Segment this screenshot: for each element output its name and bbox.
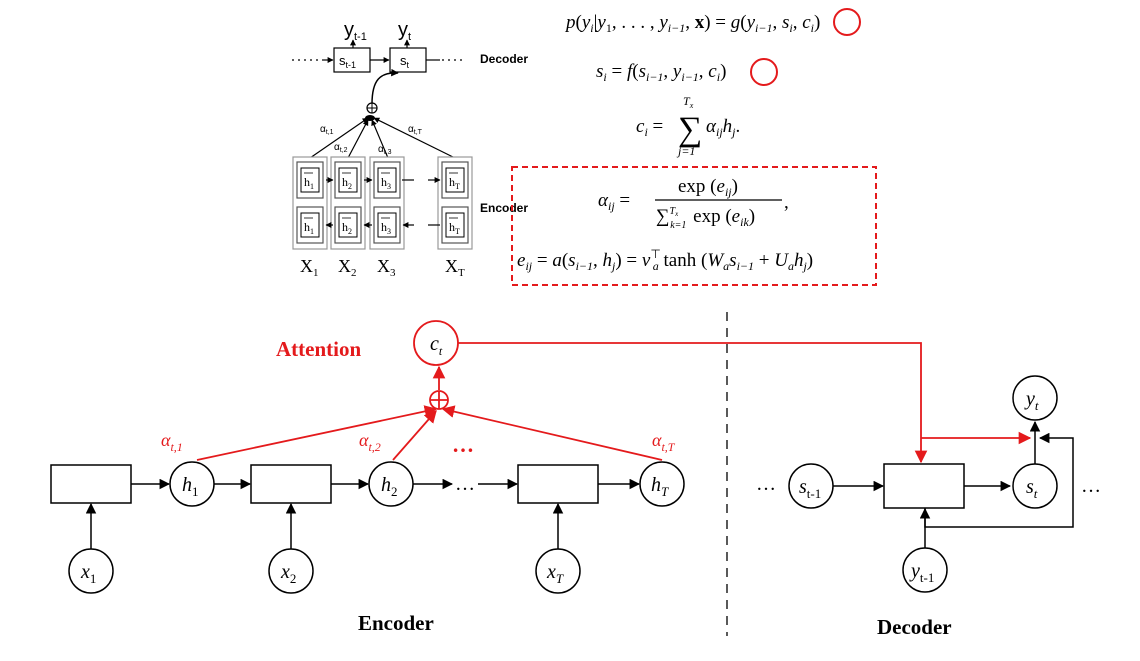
encoder-bwd-state-3 <box>377 212 397 238</box>
top-alpha-2: αt,2 <box>334 142 348 154</box>
top-left-bidirectional-diagram: yt-1 yt st-1 st Decoder αt,1 αt,2 αt,3 α… <box>292 19 528 279</box>
encoder-rnn-box-T <box>517 464 599 504</box>
x2-label: x2 <box>280 561 296 586</box>
xT-label: xT <box>546 561 564 586</box>
svg-text:j=1: j=1 <box>676 144 695 158</box>
encoder-bwd-h-label-2: h2 <box>342 220 352 236</box>
encoder-fwd-state-4 <box>445 167 465 193</box>
context-node-label: ct <box>430 333 443 358</box>
encoder-fwd-h-label-1: h1 <box>304 175 314 191</box>
context-to-s-cur-curve <box>371 68 399 105</box>
encoder-input-label-1: X1 <box>300 256 319 279</box>
encoder-rnn-box-2 <box>250 464 332 504</box>
encoder-bwd-state-4 <box>445 212 465 238</box>
svg-text:,: , <box>784 192 789 213</box>
x1-label: x1 <box>80 561 96 586</box>
svg-text:ci =: ci = <box>636 116 663 139</box>
encoder-fwd-h-label-2: h2 <box>342 175 352 191</box>
encoder-input-label-2: X2 <box>338 256 357 279</box>
y-prev-label: yt-1 <box>909 560 934 585</box>
hT-label: hT <box>651 474 669 499</box>
encoder-caption: Encoder <box>358 611 434 635</box>
encoder-fwd-h-label-4: hT <box>449 175 460 191</box>
yt-label: yt <box>1024 388 1039 413</box>
encoder-ellipsis: … <box>455 473 475 495</box>
top-alpha-1: αt,1 <box>320 124 334 136</box>
encoder-input-label-4: XT <box>445 256 465 279</box>
y-prev-label: yt-1 <box>344 19 367 43</box>
attention-equations-box <box>511 166 877 286</box>
top-sum-node <box>365 115 375 121</box>
encoder-bwd-state-1 <box>300 212 320 238</box>
alpha-2-line <box>347 119 369 159</box>
ci-highlight-circle-1 <box>833 8 861 36</box>
s-cur-label: st <box>400 53 410 70</box>
encoder-bwd-state-2 <box>338 212 358 238</box>
decoder-ellipsis-right: … <box>1081 475 1101 497</box>
encoder-bwd-h-label-3: h3 <box>381 220 391 236</box>
equation-1: p(yi|y1, . . . , yi−1, x) = g(yi−1, si, … <box>564 12 820 35</box>
top-encoder-label: Encoder <box>480 201 528 215</box>
encoder-fwd-h-label-3: h3 <box>381 175 391 191</box>
st-label: st <box>1026 476 1038 501</box>
attention-label: Attention <box>276 337 361 361</box>
equation-5: eij = a(si−1, hj) = v⊤a tanh (Wasi−1 + U… <box>517 247 813 273</box>
attention-line-h1 <box>196 405 438 461</box>
attention-line-h2 <box>392 410 437 461</box>
main-attention-diagram: Attention ct αt,1 αt,2 αt,T … h1 h2 hT <box>50 312 1101 639</box>
encoder-rnn-box-1 <box>50 464 132 504</box>
decoder-caption: Decoder <box>877 615 952 639</box>
encoder-fwd-state-2 <box>338 167 358 193</box>
encoder-fwd-state-3 <box>377 167 397 193</box>
equations-panel: p(yi|y1, . . . , yi−1, x) = g(yi−1, si, … <box>511 8 877 286</box>
alpha-1-line <box>309 117 369 159</box>
svg-text:∑Txk=1 exp (eik): ∑Txk=1 exp (eik) <box>656 206 755 231</box>
s-prev-label: st-1 <box>799 476 821 501</box>
encoder-bwd-h-label-4: hT <box>449 220 460 236</box>
alpha-3-line <box>371 119 389 159</box>
svg-text:αij =: αij = <box>598 190 630 213</box>
alpha-t1-label: αt,1 <box>161 430 183 454</box>
equation-2: si = f(si−1, yi−1, ci) <box>596 61 726 84</box>
svg-text:αijhj.: αijhj. <box>706 116 740 139</box>
h2-label: h2 <box>381 474 398 499</box>
h1-label: h1 <box>182 474 199 499</box>
encoder-fwd-state-1 <box>300 167 320 193</box>
alpha-tT-label: αt,T <box>652 430 676 454</box>
svg-text:∑: ∑ <box>678 111 702 148</box>
svg-text:exp (eij): exp (eij) <box>678 176 738 199</box>
alpha-t2-label: αt,2 <box>359 430 381 454</box>
decoder-ellipsis-left: … <box>756 473 776 495</box>
decoder-rnn-box <box>883 463 965 509</box>
alpha-T-line <box>373 117 456 159</box>
attention-line-hT <box>441 405 663 461</box>
context-to-decoder-path <box>458 342 928 464</box>
y-cur-label: yt <box>398 19 411 43</box>
top-alpha-T: αt,T <box>408 124 423 136</box>
top-decoder-label: Decoder <box>480 52 528 66</box>
s-prev-label: st-1 <box>339 53 356 70</box>
attention-ellipsis: … <box>452 432 474 457</box>
svg-text:Tx: Tx <box>683 94 694 110</box>
equation-3: ci = ∑ Tx j=1 αijhj. <box>636 94 740 158</box>
encoder-input-label-3: X3 <box>377 256 396 279</box>
output-node-yt <box>1012 375 1058 421</box>
encoder-bwd-h-label-1: h1 <box>304 220 314 236</box>
top-alpha-3: αt,3 <box>378 144 392 156</box>
ci-highlight-circle-2 <box>750 58 778 86</box>
